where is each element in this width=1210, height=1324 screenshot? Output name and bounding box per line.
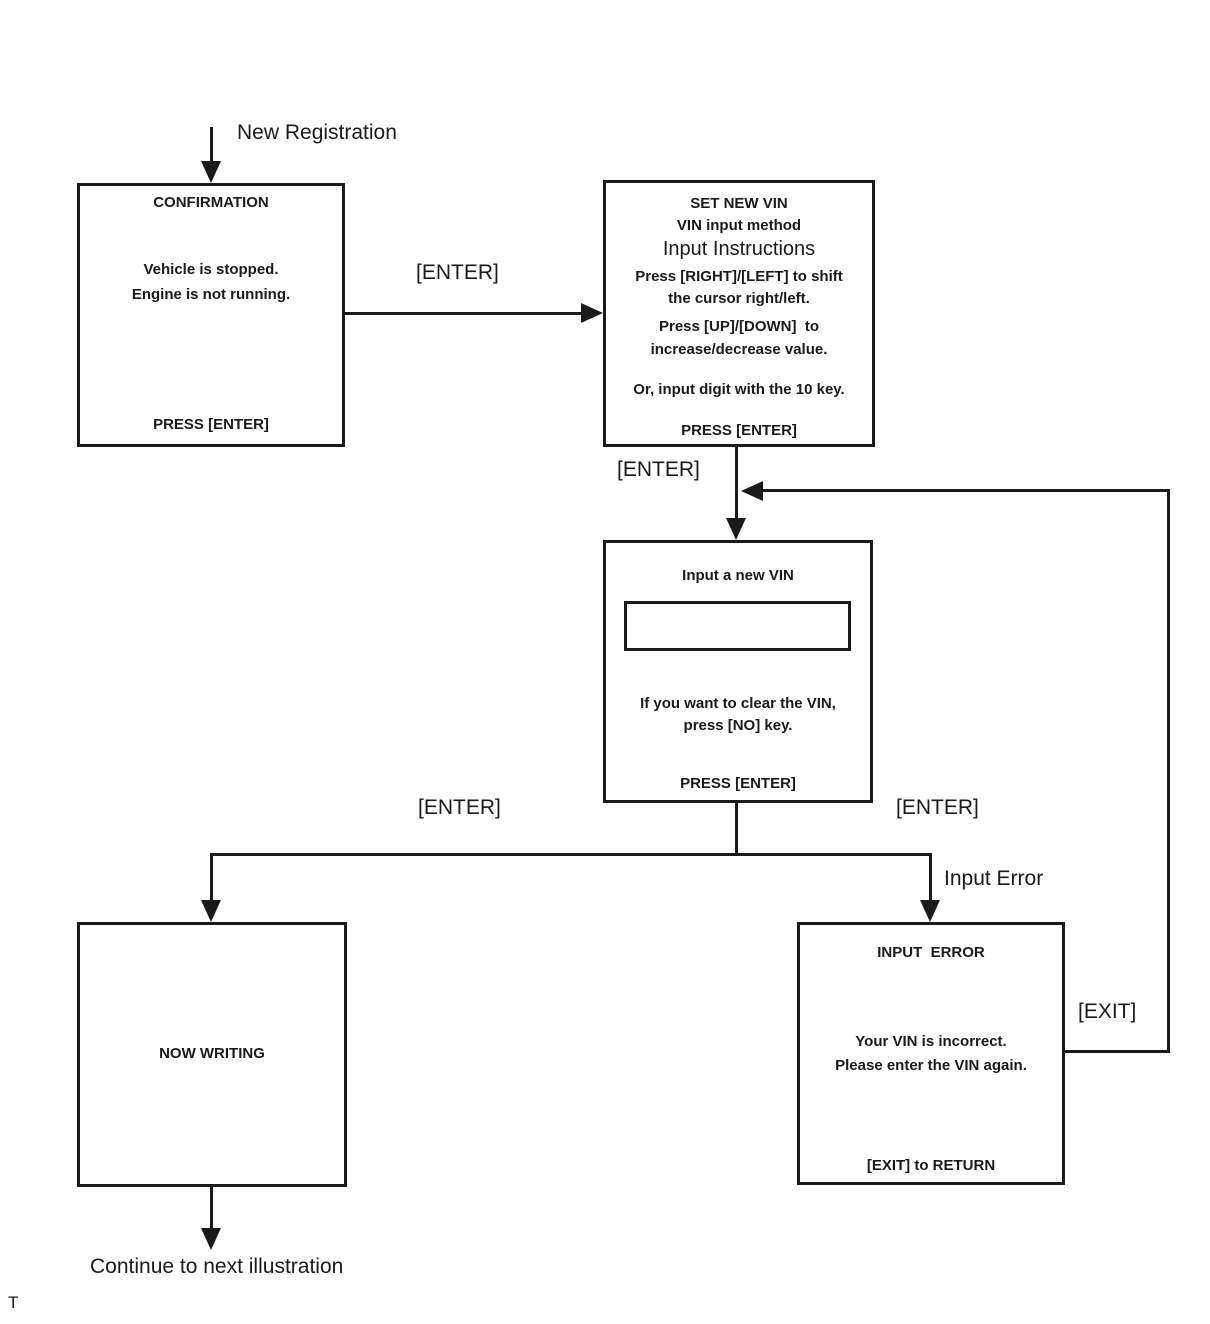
- input-new-vin-screen: Input a new VIN If you want to clear the…: [603, 540, 873, 803]
- inputvin-title: Input a new VIN: [682, 567, 794, 584]
- connector-inputvin-down: [735, 803, 738, 855]
- setvin-line-3: Input Instructions: [662, 238, 816, 260]
- arrowhead-continue-icon: [201, 1228, 221, 1250]
- inputerror-body-line-1: Your VIN is incorrect.: [855, 1033, 1007, 1050]
- label-new-registration: New Registration: [237, 121, 397, 144]
- label-continue-next: Continue to next illustration: [90, 1255, 344, 1278]
- setvin-footer: PRESS [ENTER]: [681, 422, 797, 439]
- label-enter-confirmation: [ENTER]: [416, 261, 499, 284]
- label-enter-branch-left: [ENTER]: [418, 796, 501, 819]
- arrowhead-into-inputvin-icon: [726, 518, 746, 540]
- confirmation-title: CONFIRMATION: [153, 194, 269, 211]
- connector-branch-horizontal: [210, 853, 932, 856]
- connector-feedback-top: [762, 489, 1170, 492]
- setvin-line-2: VIN input method: [676, 217, 802, 234]
- inputerror-body-line-2: Please enter the VIN again.: [835, 1057, 1027, 1074]
- arrowhead-into-inputerror-icon: [920, 900, 940, 922]
- nowwriting-title: NOW WRITING: [159, 1045, 265, 1062]
- connector-branch-right: [929, 853, 932, 901]
- inputvin-body-line-2: press [NO] key.: [683, 717, 793, 734]
- setvin-line-8: Or, input digit with the 10 key.: [633, 381, 845, 398]
- connector-confirmation-to-setvin: [345, 312, 583, 315]
- set-new-vin-screen: SET NEW VIN VIN input method Input Instr…: [603, 180, 875, 447]
- inputvin-body-line-1: If you want to clear the VIN,: [640, 695, 836, 712]
- arrowhead-into-setvin-icon: [581, 303, 603, 323]
- inputerror-footer: [EXIT] to RETURN: [866, 1157, 996, 1174]
- input-error-screen: INPUT ERROR Your VIN is incorrect. Pleas…: [797, 922, 1065, 1185]
- connector-feedback-right: [1167, 489, 1170, 1053]
- setvin-line-6: Press [UP]/[DOWN] to: [658, 318, 819, 335]
- connector-setvin-to-inputvin: [735, 447, 738, 519]
- confirmation-body-line-1: Vehicle is stopped.: [143, 261, 279, 278]
- label-enter-setvin: [ENTER]: [617, 458, 700, 481]
- arrowhead-into-nowwriting-icon: [201, 900, 221, 922]
- setvin-line-5: the cursor right/left.: [668, 290, 810, 307]
- label-footnote: T: [8, 1293, 19, 1312]
- label-enter-branch-right: [ENTER]: [896, 796, 979, 819]
- label-exit: [EXIT]: [1078, 1000, 1137, 1023]
- confirmation-screen: CONFIRMATION Vehicle is stopped. Engine …: [77, 183, 345, 447]
- vin-input-field: [624, 601, 851, 651]
- inputerror-title: INPUT ERROR: [877, 944, 985, 961]
- connector-feedback-bottom: [1065, 1050, 1170, 1053]
- setvin-line-1: SET NEW VIN: [690, 195, 788, 212]
- arrowhead-into-confirmation-icon: [201, 161, 221, 183]
- setvin-line-7: increase/decrease value.: [650, 341, 828, 358]
- connector-branch-left: [210, 853, 213, 901]
- confirmation-body-line-2: Engine is not running.: [131, 286, 291, 303]
- label-input-error: Input Error: [944, 867, 1044, 890]
- confirmation-footer: PRESS [ENTER]: [153, 416, 269, 433]
- arrowhead-feedback-icon: [741, 481, 763, 501]
- connector-new-registration: [210, 127, 213, 165]
- inputvin-footer: PRESS [ENTER]: [680, 775, 796, 792]
- setvin-line-4: Press [RIGHT]/[LEFT] to shift: [635, 268, 843, 285]
- connector-nowwriting-down: [210, 1187, 213, 1229]
- now-writing-screen: NOW WRITING: [77, 922, 347, 1187]
